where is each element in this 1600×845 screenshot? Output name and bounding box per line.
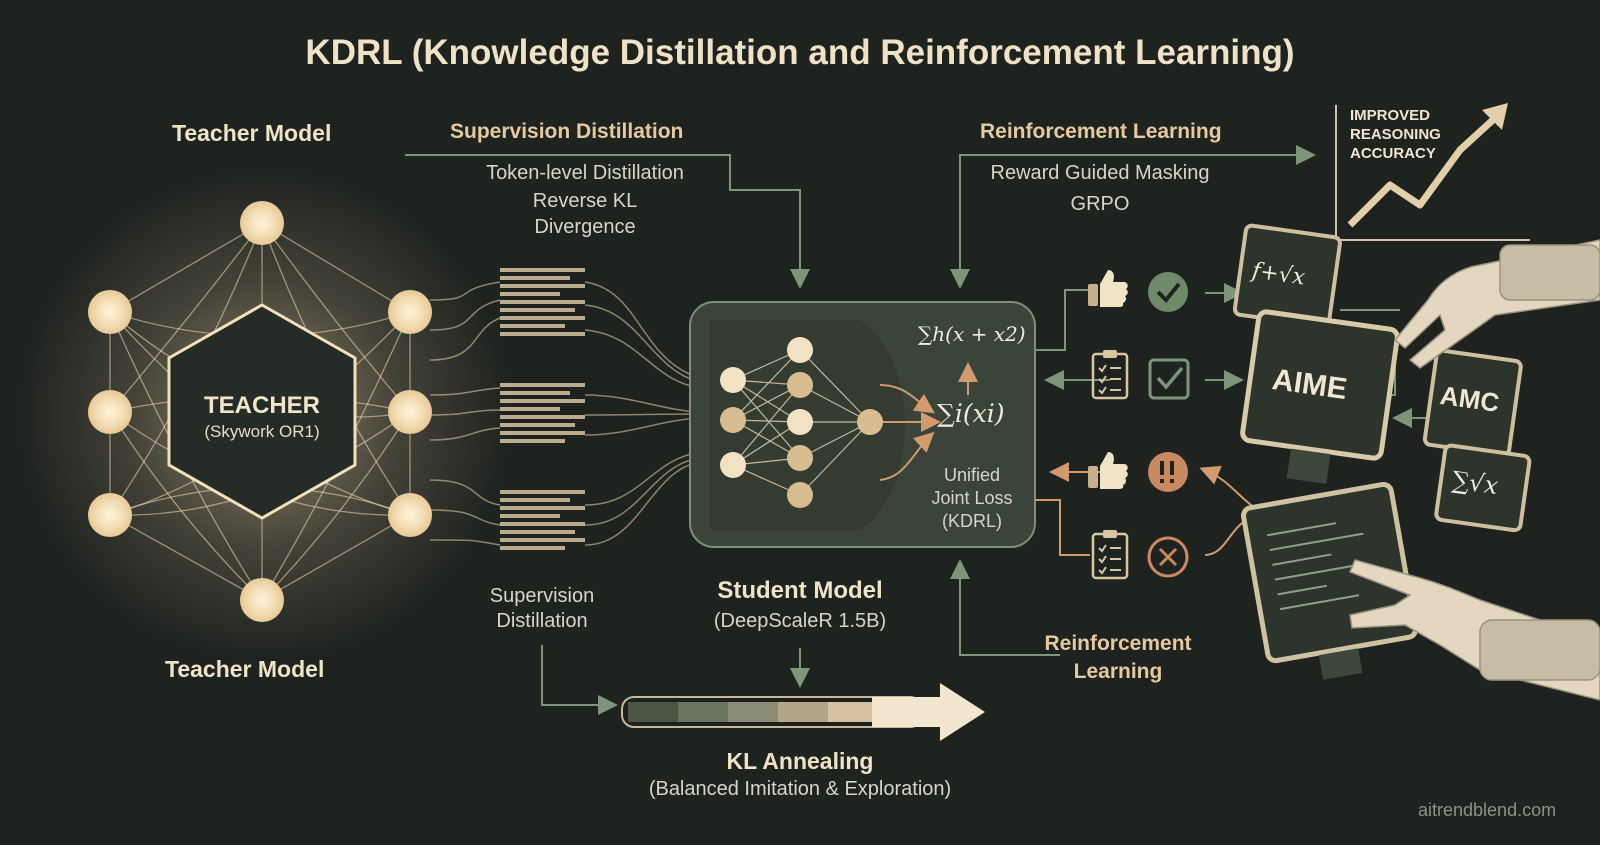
rl-bottom-1: Reinforcement (1044, 632, 1192, 655)
warning-icon (1148, 452, 1188, 492)
accuracy-line-1: IMPROVED (1350, 107, 1431, 124)
robot-hand-icon (1349, 559, 1600, 701)
supervision-arrow (405, 154, 810, 289)
student-sub: (DeepScaleR 1.5B) (713, 610, 887, 632)
loss-label-3: (KDRL) (941, 511, 1003, 531)
supervision-bottom-2: Distillation (496, 610, 588, 632)
formula-top: ∑h(x + x2) (918, 322, 1026, 346)
rl-bottom-2: Learning (1073, 660, 1163, 683)
page-title: KDRL (Knowledge Distillation and Reinfor… (305, 33, 1295, 72)
clipboard-icon (1091, 350, 1129, 400)
student-box (689, 301, 1036, 548)
watermark: aitrendblend.com (1418, 800, 1557, 820)
teacher-core-label: TEACHER (203, 392, 321, 419)
accuracy-line-3: ACCURACY (1350, 145, 1436, 162)
teacher-heading-top: Teacher Model (172, 120, 332, 146)
robot-hand-icon (1393, 239, 1600, 369)
teacher-heading-bottom: Teacher Model (165, 656, 325, 682)
supervision-heading: Supervision Distillation (450, 120, 684, 143)
student-heading: Student Model (717, 577, 883, 604)
kl-heading: KL Annealing (726, 748, 874, 774)
rl-heading: Reinforcement Learning (980, 120, 1222, 143)
kl-annealing-bar (621, 683, 985, 741)
rl-line-1: Reward Guided Masking (990, 162, 1210, 184)
token-stripes (500, 268, 585, 550)
check-icon (1148, 358, 1190, 400)
distillation-flow (429, 281, 701, 546)
supervision-bottom-1: Supervision (489, 585, 595, 607)
rl-arrow-down (950, 154, 1000, 289)
formula-main: ∑i(xi) (937, 399, 1005, 428)
accuracy-line-2: REASONING (1350, 126, 1441, 143)
clipboard-icon (1091, 530, 1129, 580)
teacher-core-sub: (Skywork OR1) (204, 422, 320, 441)
thumbs-up-icon (1088, 270, 1128, 307)
supervision-line-1: Token-level Distillation (486, 162, 684, 184)
kl-arrow (541, 645, 618, 715)
loss-label-2: Joint Loss (931, 488, 1013, 508)
thumbs-up-icon (1088, 452, 1128, 489)
supervision-line-2: Reverse KL (532, 190, 638, 212)
supervision-line-3: Divergence (534, 216, 636, 238)
check-icon (1148, 272, 1188, 312)
rl-bottom-arrow (950, 559, 1060, 656)
kl-sub: (Balanced Imitation & Exploration) (648, 778, 952, 800)
loss-label-1: Unified (943, 465, 1001, 485)
rl-line-2: GRPO (1070, 193, 1130, 215)
teacher-network (20, 170, 510, 660)
cross-icon (1147, 536, 1189, 578)
